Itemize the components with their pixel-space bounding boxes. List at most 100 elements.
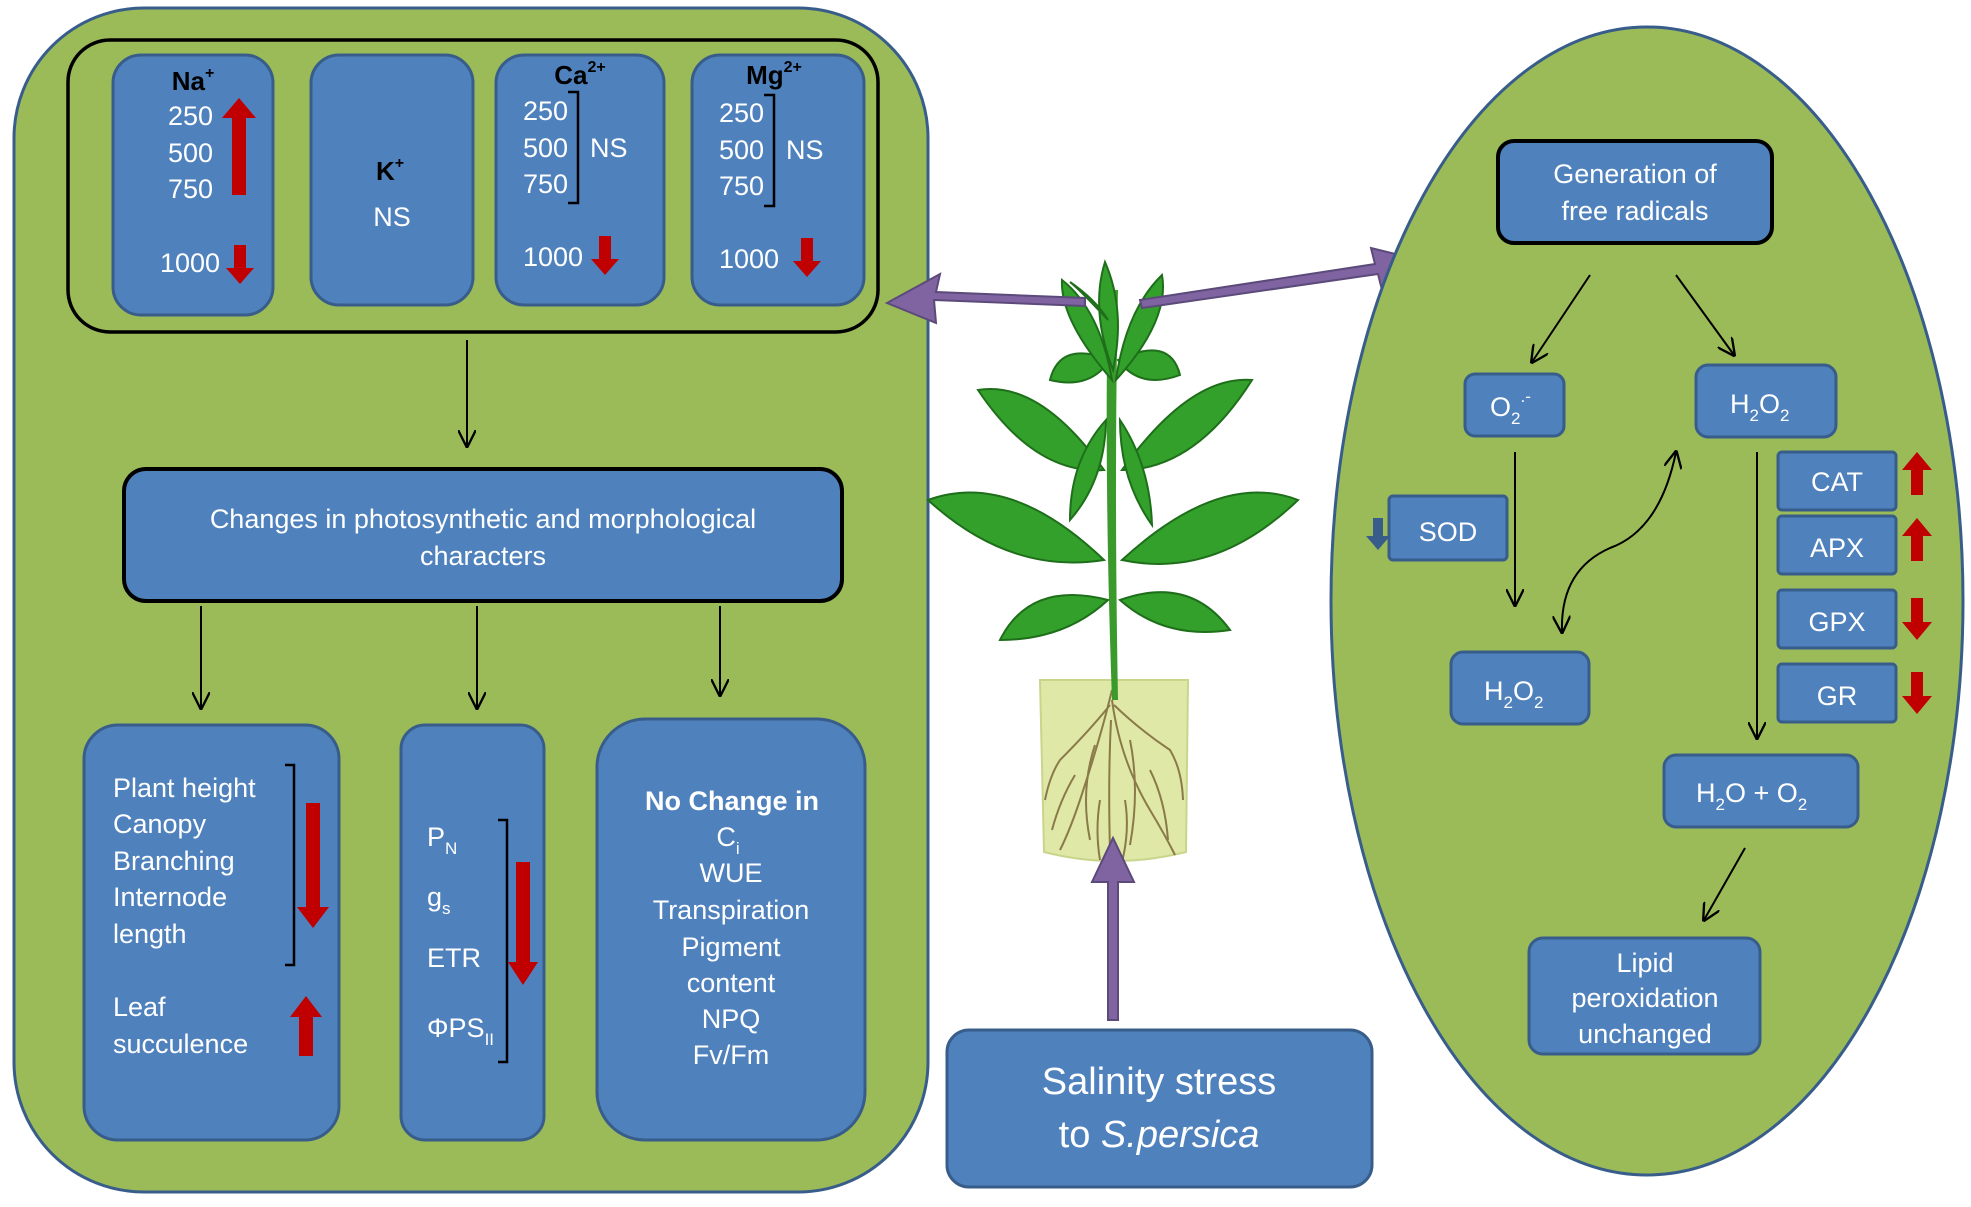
na-conc-500: 500	[168, 138, 213, 168]
enzyme-cat-box: CAT	[1776, 450, 1932, 512]
changes-line1: Changes in photosynthetic and morphologi…	[210, 504, 756, 534]
leaf	[998, 594, 1111, 642]
leaf	[1118, 416, 1154, 529]
leaf	[926, 491, 1107, 564]
mg-conc-750: 750	[719, 171, 764, 201]
nochange-ci: Ci	[716, 822, 739, 858]
nochange-content: content	[687, 968, 776, 998]
arrow-water-to-lipid	[1704, 847, 1746, 920]
na-up-arrow-icon	[222, 98, 256, 195]
lipid-box: Lipid peroxidation unchanged	[1527, 936, 1762, 1056]
ca-conc-250: 250	[523, 96, 568, 126]
ca-conc-750: 750	[523, 169, 568, 199]
morph-item-branching: Branching	[113, 846, 235, 876]
mg-down-arrow-icon	[793, 238, 821, 277]
superoxide-box: O2.-	[1463, 372, 1566, 438]
k-box: K+ NS	[309, 53, 475, 307]
stress-line2: to S.persica	[1059, 1114, 1260, 1156]
stress-box: Salinity stress to S.persica	[945, 1028, 1374, 1189]
h2o2-bottom-label: H2O2	[1484, 676, 1543, 712]
photo-pn: PN	[427, 822, 457, 858]
arrow-gen-to-h2o2	[1675, 274, 1734, 355]
morph-up-arrow-icon	[290, 996, 322, 1056]
na-label: Na+	[172, 65, 215, 96]
leaf	[1098, 259, 1119, 374]
mg-conc-500: 500	[719, 135, 764, 165]
mg-conc-250: 250	[719, 98, 764, 128]
morph-item-internode: Internode	[113, 882, 227, 912]
leaf	[1119, 491, 1300, 565]
mg-bracket	[764, 93, 776, 208]
water-oxygen-label: H2O + O2	[1696, 778, 1807, 814]
lipid-line1: Lipid	[1616, 948, 1673, 978]
gr-down-arrow-icon	[1902, 672, 1932, 714]
morph-succulence: succulence	[113, 1029, 248, 1059]
h2o2-top-box: H2O2	[1694, 363, 1838, 439]
photo-etr: ETR	[427, 943, 481, 973]
nochange-wue: WUE	[700, 858, 763, 888]
ca-status: NS	[590, 133, 628, 163]
stem	[1106, 290, 1118, 700]
photo-box: PN gs ETR ΦPSII	[399, 723, 546, 1142]
ca-bracket	[568, 90, 580, 205]
mg-label: Mg2+	[746, 59, 802, 90]
enzyme-gr-box: GR	[1776, 662, 1932, 724]
sod-box: SOD	[1387, 494, 1509, 562]
lipid-line3: unchanged	[1578, 1019, 1712, 1049]
arrow-gen-to-o2	[1532, 274, 1591, 362]
ca-conc-1000: 1000	[523, 242, 583, 272]
leaf	[976, 388, 1106, 472]
k-status: NS	[373, 202, 411, 232]
enzyme-gpx-box: GPX	[1776, 588, 1932, 650]
lipid-line2: peroxidation	[1571, 983, 1718, 1013]
apx-up-arrow-icon	[1902, 518, 1932, 561]
generation-line1: Generation of	[1553, 159, 1717, 189]
morph-leaf: Leaf	[113, 992, 166, 1022]
enzyme-gpx-label: GPX	[1808, 607, 1865, 637]
mg-conc-1000: 1000	[719, 244, 779, 274]
changes-line2: characters	[420, 541, 546, 571]
photo-down-arrow-icon	[508, 862, 538, 985]
generation-box: Generation of free radicals	[1496, 139, 1774, 245]
ion-group-frame	[66, 38, 880, 334]
photo-gs: gs	[427, 882, 451, 918]
na-box: Na+ 250 500 750 1000	[111, 53, 275, 317]
morph-bracket	[285, 763, 296, 967]
gpx-down-arrow-icon	[1902, 598, 1932, 640]
mg-status: NS	[786, 135, 824, 165]
na-conc-750: 750	[168, 174, 213, 204]
ca-label: Ca2+	[554, 59, 606, 90]
sod-down-arrow-icon	[1366, 518, 1390, 550]
generation-line2: free radicals	[1561, 196, 1708, 226]
photo-bracket	[498, 818, 509, 1064]
morph-item-length: length	[113, 919, 187, 949]
leaf	[1118, 591, 1232, 633]
mg-box: Mg2+ 250 500 750 NS 1000	[690, 53, 866, 307]
arrow-curved-exchange	[1562, 452, 1676, 632]
sod-label: SOD	[1419, 517, 1478, 547]
arrow-plant-to-ions	[884, 272, 1086, 325]
photo-phi: ΦPSII	[427, 1013, 494, 1049]
morph-item-canopy: Canopy	[113, 809, 207, 839]
water-oxygen-box: H2O + O2	[1662, 753, 1860, 829]
morph-down-arrow-icon	[297, 803, 329, 928]
h2o2-bottom-box: H2O2	[1449, 650, 1591, 726]
nochange-title: No Change in	[645, 786, 819, 816]
morph-box: Plant height Canopy Branching Internode …	[82, 723, 341, 1142]
enzyme-gr-label: GR	[1817, 681, 1858, 711]
na-conc-250: 250	[168, 101, 213, 131]
enzyme-apx-box: APX	[1776, 514, 1932, 576]
nochange-npq: NPQ	[702, 1004, 761, 1034]
changes-box: Changes in photosynthetic and morphologi…	[122, 467, 844, 603]
ca-down-arrow-icon	[591, 236, 619, 275]
stress-line1: Salinity stress	[1042, 1061, 1276, 1103]
morph-item-plant-height: Plant height	[113, 773, 256, 803]
superoxide-label: O2.-	[1490, 387, 1531, 428]
nochange-fvfm: Fv/Fm	[693, 1040, 769, 1070]
cat-up-arrow-icon	[1902, 452, 1932, 495]
leaf	[1120, 378, 1254, 472]
nochange-transpiration: Transpiration	[653, 895, 810, 925]
nochange-pigment: Pigment	[681, 932, 781, 962]
enzyme-cat-label: CAT	[1811, 467, 1863, 497]
